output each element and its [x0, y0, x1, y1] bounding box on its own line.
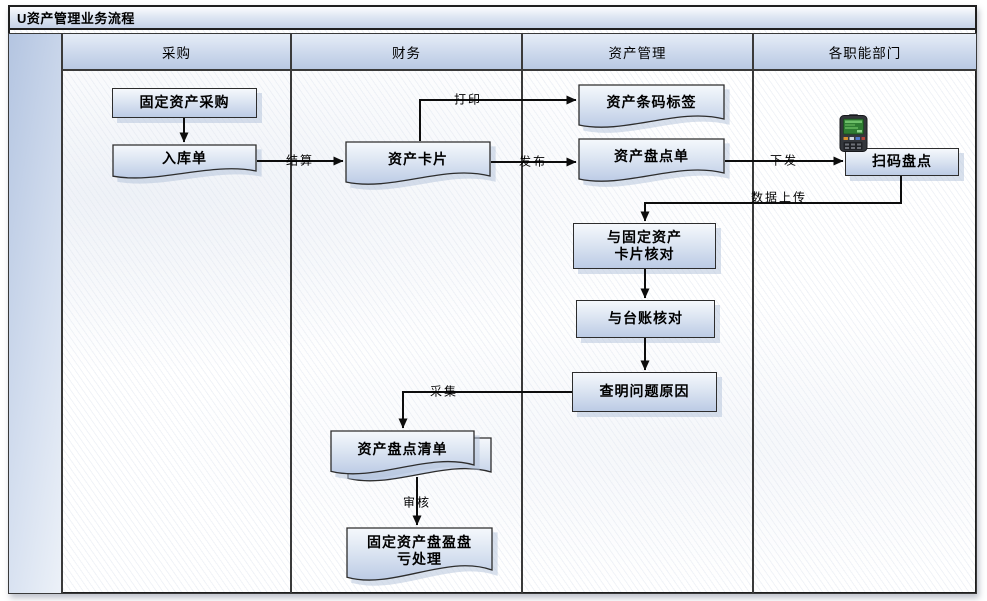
node-label: 扫码盘点 [872, 153, 932, 170]
diagram-title: U资产管理业务流程 [17, 11, 135, 26]
node-warehouse-receipt: 入库单 [112, 144, 257, 181]
edge-label-upload: 数据上传 [750, 190, 808, 205]
node-label: 固定资产采购 [139, 94, 230, 111]
node-identify-problem-cause: 查明问题原因 [572, 372, 717, 412]
node-asset-inventory-sheet: 资产盘点单 [578, 138, 725, 185]
node-label: 与台账核对 [608, 310, 683, 327]
node-check-with-ledger: 与台账核对 [576, 300, 715, 338]
node-label: 固定资产盘盈盘 亏处理 [367, 533, 472, 568]
edge-label-publish: 发布 [518, 154, 548, 169]
handheld-scanner-icon [839, 114, 868, 152]
edge-label-dispatch: 下发 [769, 153, 799, 168]
node-label: 资产盘点清单 [357, 440, 448, 457]
node-label: 查明问题原因 [599, 383, 690, 400]
node-label: 与固定资产 卡片核对 [607, 228, 682, 263]
lane-body-procurement [62, 70, 291, 594]
edge-label-collect: 采集 [429, 384, 459, 399]
lane-header-asset-management: 资产管理 [522, 33, 753, 70]
edge-label-settle: 结算 [285, 153, 315, 168]
edge-label-audit: 审核 [402, 495, 432, 510]
lane-body-finance [291, 70, 522, 594]
node-label: 入库单 [162, 150, 207, 167]
node-label: 资产盘点单 [614, 148, 689, 165]
node-check-with-asset-card: 与固定资产 卡片核对 [573, 223, 716, 269]
lane-header-label: 采购 [162, 45, 191, 61]
lane-header-procurement: 采购 [62, 33, 291, 70]
node-asset-inventory-list: 资产盘点清单 [330, 430, 492, 486]
node-asset-barcode-label: 资产条码标签 [578, 84, 725, 131]
lane-header-label: 财务 [392, 45, 421, 61]
diagram-title-bar: U资产管理业务流程 [8, 5, 977, 30]
lane-header-finance: 财务 [291, 33, 522, 70]
lane-header-label: 各职能部门 [828, 45, 902, 61]
node-label: 资产卡片 [388, 151, 448, 168]
node-asset-card: 资产卡片 [345, 141, 491, 188]
node-scan-inventory: 扫码盘点 [845, 148, 959, 176]
node-surplus-deficit-handling: 固定资产盘盈盘 亏处理 [346, 527, 493, 585]
node-label: 资产条码标签 [606, 94, 697, 111]
edge-label-print: 打印 [453, 92, 483, 107]
node-fixed-asset-purchase: 固定资产采购 [112, 88, 257, 118]
lane-header-departments: 各职能部门 [753, 33, 977, 70]
swimlane-side-column [8, 33, 62, 594]
lane-header-label: 资产管理 [608, 45, 667, 61]
lane-body-asset-management [522, 70, 753, 594]
lane-body-departments [753, 70, 977, 594]
